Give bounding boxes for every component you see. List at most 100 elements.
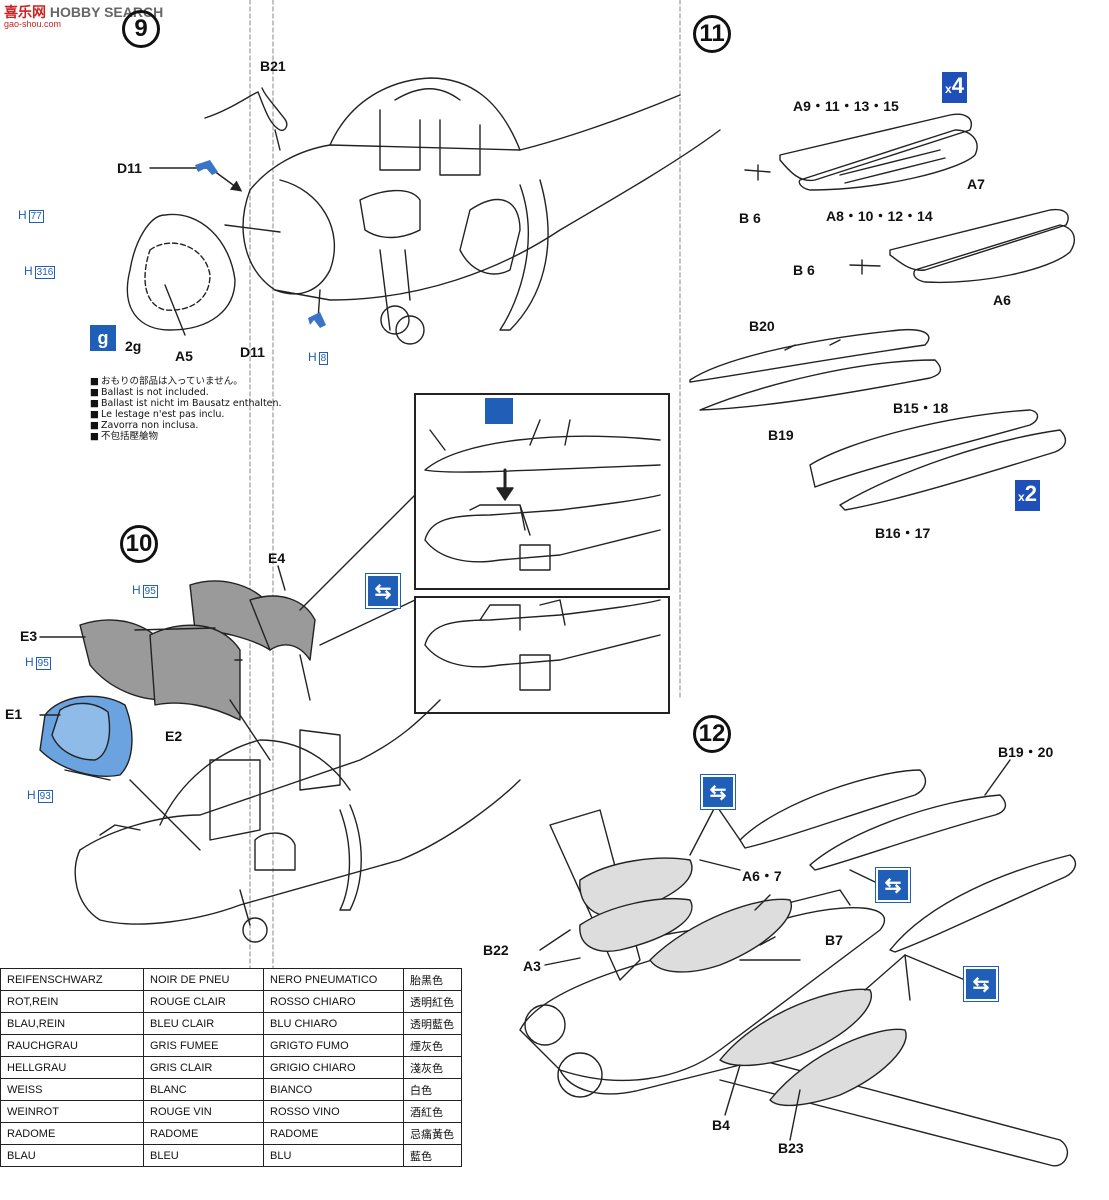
ballast-weight: 2g [125,338,142,354]
part-b6-b: B 6 [793,262,815,278]
part-e2: E2 [165,728,183,744]
multiplier-x4: x4 [942,72,967,103]
part-d11-top: D11 [117,160,142,176]
paint-cell-fr: GRIS CLAIR [143,1056,264,1079]
paint-cell-it: ROSSO CHIARO [263,990,404,1013]
ballast-note: 不包括壓艙物 [90,431,282,442]
step10-fuselage [74,699,521,943]
ballast-note: Zavorra non inclusa. [90,420,282,431]
paint-cell-de: REIFENSCHWARZ [0,968,144,991]
weight-icon: g [90,325,116,351]
paint-cell-it: BIANCO [263,1078,404,1101]
part-d11-bottom: D11 [240,344,265,360]
part-b23: B23 [778,1140,804,1156]
paint-cell-de: HELLGRAU [0,1056,144,1079]
watermark-url: gao-shou.com [4,19,62,29]
part-b15-18: B15・18 [893,400,949,416]
paint-cell-it: ROSSO VINO [263,1100,404,1123]
ballast-notes: おもりの部品は入っていません。 Ballast is not included.… [90,376,282,442]
paint-cell-de: ROT,REIN [0,990,144,1013]
ballast-note: おもりの部品は入っていません。 [90,376,282,387]
paint-cell-de: BLAU [0,1144,144,1167]
swap-option-icon: ⇆ [963,966,999,1002]
paint-cell-zh: 酒紅色 [403,1100,462,1123]
step-10-number: 10 [120,525,158,563]
part-a5: A5 [175,348,193,364]
paint-cell-de: BLAU,REIN [0,1012,144,1035]
step9-fuselage [242,77,721,345]
part-a6-7: A6・7 [742,868,782,884]
part-b20: B20 [749,318,775,334]
swap-option-icon: ⇆ [700,774,736,810]
part-a9-11-13-15: A9・11・13・15 [793,98,899,114]
paint-cell-zh: 白色 [403,1078,462,1101]
step-11-number: 11 [693,15,731,53]
part-e1: E1 [5,706,23,722]
ballast-note: Ballast is not included. [90,387,282,398]
paint-cell-zh: 透明紅色 [403,990,462,1013]
paint-cell-zh: 淺灰色 [403,1056,462,1079]
part-e3: E3 [20,628,38,644]
paint-cell-fr: RADOME [143,1122,264,1145]
paint-cell-it: GRIGIO CHIARO [263,1056,404,1079]
paint-cell-fr: BLEU [143,1144,264,1167]
paint-cell-fr: BLEU CLAIR [143,1012,264,1035]
paint-cell-fr: ROUGE CLAIR [143,990,264,1013]
paint-cell-fr: GRIS FUMEE [143,1034,264,1057]
paint-cell-it: BLU [263,1144,404,1167]
multiplier-x2: x2 [1015,480,1040,511]
step-12-number: 12 [693,715,731,753]
paint-cell-de: WEISS [0,1078,144,1101]
part-a8-10-12-14: A8・10・12・14 [826,208,933,224]
paint-cell-de: RAUCHGRAU [0,1034,144,1057]
paint-cell-zh: 透明藍色 [403,1012,462,1035]
part-b21: B21 [260,58,286,74]
part-b4: B4 [712,1117,730,1133]
part-b7: B7 [825,932,843,948]
ballast-note: Le lestage n'est pas inclu. [90,409,282,420]
paint-cell-it: BLU CHIARO [263,1012,404,1035]
part-b19-20: B19・20 [998,744,1054,760]
part-e4: E4 [268,550,286,566]
paint-cell-de: WEINROT [0,1100,144,1123]
swap-option-icon: ⇆ [365,573,401,609]
paint-cell-it: GRIGTO FUMO [263,1034,404,1057]
paint-cell-zh: 胎黑色 [403,968,462,991]
part-b16-17: B16・17 [875,525,931,541]
d11-clip-top [195,160,218,175]
paint-cell-fr: BLANC [143,1078,264,1101]
d11-clip-bottom [308,312,326,328]
part-a3: A3 [523,958,541,974]
part-a6: A6 [993,292,1011,308]
paint-cell-fr: ROUGE VIN [143,1100,264,1123]
paint-cell-fr: NOIR DE PNEU [143,968,264,991]
paint-cell-it: NERO PNEUMATICO [263,968,404,991]
ballast-note: Ballast ist nicht im Bausatz enthalten. [90,398,282,409]
part-a7: A7 [967,176,985,192]
swap-option-icon: ⇆ [875,867,911,903]
step-9-number: 9 [122,10,160,48]
inset-open-canopy [414,596,670,714]
paint-cell-zh: 藍色 [403,1144,462,1167]
part-b6-a: B 6 [739,210,761,226]
inset-closed-canopy [414,393,670,590]
paint-cell-zh: 煙灰色 [403,1034,462,1057]
paint-cell-it: RADOME [263,1122,404,1145]
decal-stripe-icon [485,398,513,424]
part-b19: B19 [768,427,794,443]
